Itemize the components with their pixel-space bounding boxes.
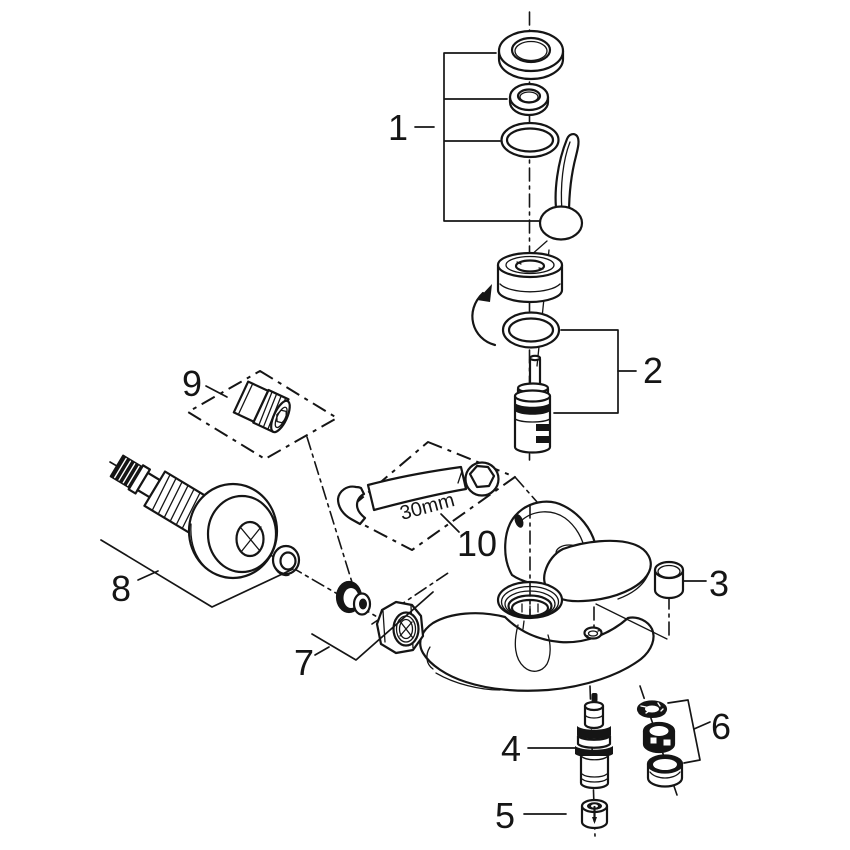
part-1-label: 1 <box>388 107 408 148</box>
part-1-bracket <box>443 52 540 222</box>
cartridge-cap-nut <box>496 251 564 304</box>
lever-pin-hole <box>514 514 524 528</box>
o-ring-cartridge <box>501 311 561 349</box>
seal-insert <box>335 580 372 616</box>
part-3-plug-cap <box>595 560 707 640</box>
part-2-cartridge-assembly <box>471 249 637 454</box>
ceramic-cartridge <box>513 354 552 454</box>
part-9-label: 9 <box>182 363 202 404</box>
part-6-bracket <box>667 699 701 764</box>
part-7-seal-and-union-nut <box>311 580 434 661</box>
part-9-adapter <box>205 380 291 434</box>
aerator-washer <box>636 700 668 719</box>
part-7-bracket <box>311 591 434 661</box>
body-right-wing <box>543 539 652 603</box>
part-10-wrench <box>336 461 500 533</box>
part-9-dashed-box <box>187 370 338 460</box>
part-4-label: 4 <box>501 728 521 769</box>
wrench-handle <box>366 465 468 512</box>
part-6-label: 6 <box>711 706 731 747</box>
part-2-label: 2 <box>643 350 663 391</box>
faucet-body <box>419 500 655 692</box>
part-8-union-escutcheon-washer <box>100 454 301 608</box>
part-10-label: 10 <box>457 523 497 564</box>
union-nut <box>375 600 425 655</box>
cap-ring <box>497 29 565 81</box>
wrench-open-jaw <box>336 485 367 526</box>
part-5-label: 5 <box>495 795 515 836</box>
part-3-label: 3 <box>709 563 729 604</box>
rotate-arrow <box>471 291 497 347</box>
flat-washer <box>271 544 301 577</box>
body-lower-hull <box>419 612 655 692</box>
handle-screw-hole <box>583 626 603 640</box>
part-5-bushing <box>523 798 609 830</box>
part-8-bracket <box>100 539 294 608</box>
part-4-diverter-valve <box>527 693 613 790</box>
o-ring-large <box>500 121 560 159</box>
part-1-lever-and-seal-rings <box>414 29 584 257</box>
part-8-label: 8 <box>111 568 131 609</box>
aerator-housing-ring <box>646 754 684 788</box>
part-6-aerator-set <box>636 699 711 788</box>
lever-handle <box>554 133 580 218</box>
spout-crease <box>514 624 551 672</box>
part-2-bracket <box>553 329 619 414</box>
lever-base <box>538 205 584 241</box>
part-7-label: 7 <box>294 642 314 683</box>
small-seal-ring <box>508 82 550 117</box>
aerator-insert <box>642 721 676 754</box>
escutcheon-rosette <box>187 482 279 580</box>
